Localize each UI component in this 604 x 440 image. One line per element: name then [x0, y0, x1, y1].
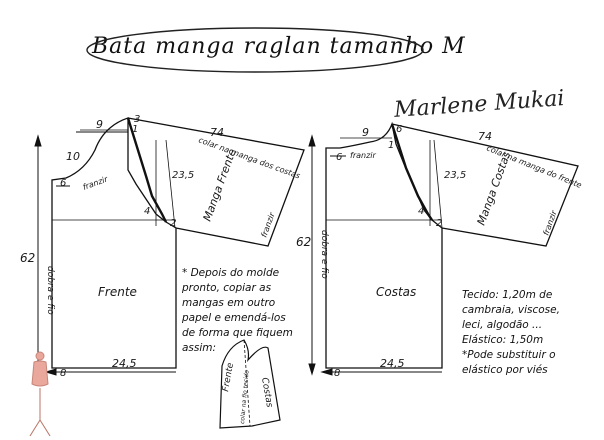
dim-3-left: 3: [134, 114, 140, 125]
assembly-note-line: pronto, copiar as: [182, 282, 272, 294]
back-label: Costas: [376, 285, 416, 299]
dim-1-right: 1: [388, 140, 394, 151]
assembly-note-line: mangas em outro: [182, 297, 276, 309]
materials-note-line: Tecido: 1,20m de: [462, 289, 553, 301]
front-label: Frente: [98, 285, 137, 299]
franzir-sleeve-back: franzir: [541, 209, 559, 237]
assembly-note: * Depois do molde pronto, copiar as mang…: [182, 266, 293, 356]
sleeve-label-front: Manga Frente: [201, 147, 239, 223]
joined-sleeve-sketch: [219, 339, 281, 429]
assembly-note-line: de forma que fiquem: [182, 327, 293, 339]
dim-6-right: 6: [336, 152, 342, 163]
dim-24-5-right: 24,5: [380, 357, 405, 370]
franzir-neck-front: franzir: [82, 174, 110, 192]
dim-4-left: 4: [144, 206, 150, 217]
dim-62-left: 62: [20, 251, 35, 265]
dim-23-5-left: 23,5: [172, 170, 194, 181]
dim-62-right: 62: [296, 235, 311, 249]
dim-9-right: 9: [362, 126, 369, 139]
page-title: Bata manga raglan tamanho M: [92, 34, 466, 59]
assembly-note-line: papel e emendá-los: [182, 312, 286, 324]
assembly-note-line: * Depois do molde: [182, 267, 280, 279]
dim-9-left: 9: [96, 118, 103, 131]
materials-note-line: *Pode substituir o: [462, 349, 556, 361]
dim-8-left: 8: [60, 368, 66, 379]
dim-24-5-left: 24,5: [112, 357, 137, 370]
franzir-sleeve-front: franzir: [259, 211, 277, 239]
dim-74-right: 74: [478, 130, 492, 143]
materials-note-line: leci, algodão ...: [462, 319, 543, 331]
materials-note-line: cambraia, viscose,: [462, 304, 560, 316]
dim-4-right: 4: [418, 206, 424, 217]
materials-note: Tecido: 1,20m de cambraia, viscose, leci…: [462, 288, 560, 378]
sleeve-note-front: colar na manga dos costas: [197, 135, 301, 180]
dim-74-left: 74: [210, 126, 224, 139]
back-bodice: [325, 121, 579, 369]
dim-2-left: 2: [170, 218, 176, 229]
materials-note-line: Elástico: 1,50m: [462, 334, 544, 346]
fold-label-back: dobra e fio: [319, 230, 329, 279]
sleeve-label-back: Manga Costas: [475, 150, 514, 227]
dress-form-icon: [29, 351, 51, 437]
materials-note-line: elástico por viés: [462, 364, 548, 376]
mini-back-label: Costas: [259, 377, 274, 409]
dim-23-5-right: 23,5: [444, 170, 466, 181]
mini-front-label: Frente: [221, 362, 236, 393]
dim-8-right: 8: [334, 368, 340, 379]
mini-center-note: colar na fio tecido: [239, 369, 251, 424]
front-bodice: [51, 117, 305, 369]
dim-10-left: 10: [66, 150, 80, 163]
dim-2-right: 2: [436, 218, 442, 229]
assembly-note-line: assim:: [182, 342, 217, 354]
dim-1-left: 1: [132, 124, 138, 135]
dim-6-right-top: 6: [396, 124, 402, 135]
fold-label-front: dobra e fio: [45, 266, 55, 315]
dim-6-left: 6: [60, 178, 66, 189]
franzir-neck-back: franzir: [350, 151, 377, 160]
title-oval: [86, 27, 424, 73]
